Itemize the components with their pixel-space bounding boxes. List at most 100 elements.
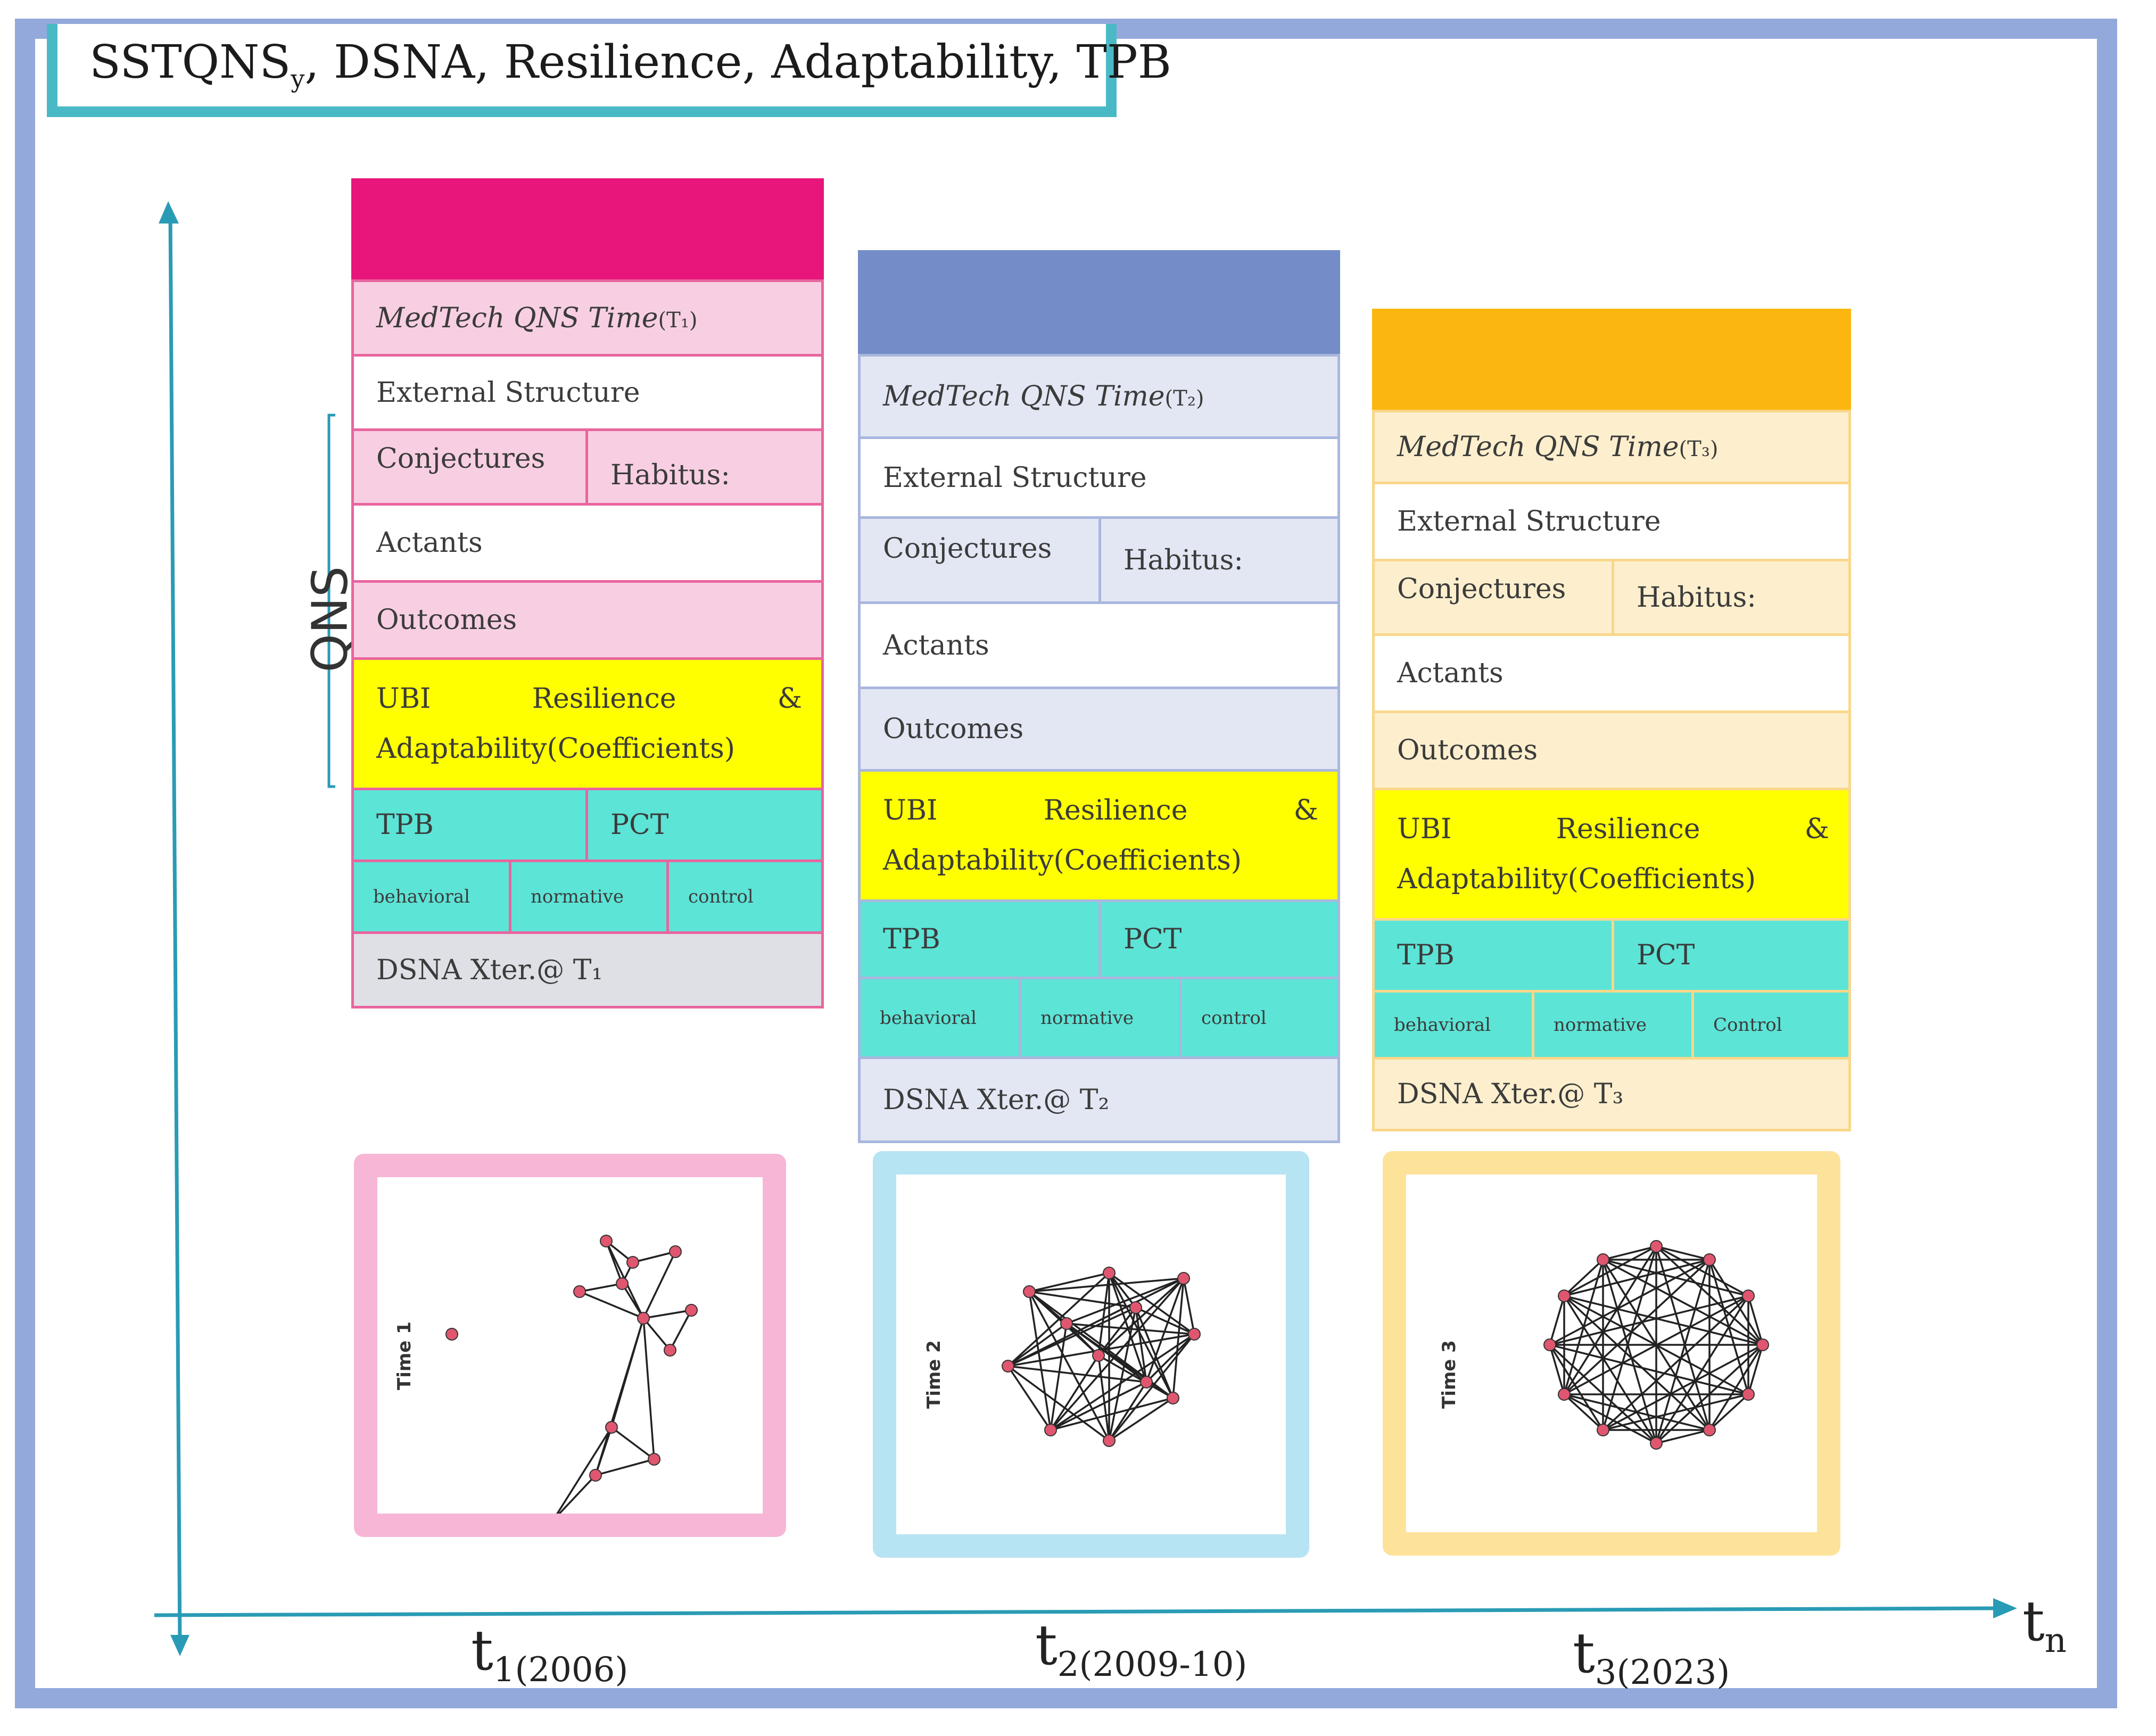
t2-edge: [1145, 1333, 1195, 1383]
t3-node: [1558, 1388, 1571, 1401]
title-rest: , DSNA, Resilience, Adaptability, TPB: [304, 36, 1171, 89]
y-axis-line: [168, 212, 182, 1645]
t3-edge: [1563, 1259, 1604, 1297]
behavioral-label: behavioral: [373, 886, 470, 907]
t2-edge: [1007, 1366, 1052, 1431]
y-axis-label: QNS: [301, 566, 359, 673]
t2-edge: [1183, 1278, 1195, 1335]
y-axis-arrow-down: [170, 1635, 189, 1656]
actants-row: Actants: [351, 506, 824, 583]
t2-edge: [1065, 1322, 1147, 1383]
t3-node: [1742, 1289, 1755, 1302]
network-nodes-t1: [445, 1235, 698, 1527]
t3-edge: [1602, 1259, 1711, 1431]
conjectures-row: Conjectures Habitus:: [858, 519, 1340, 604]
resilience-label: Resilience: [1043, 795, 1188, 826]
t1-node: [669, 1245, 682, 1258]
ampersand-label: &: [777, 683, 802, 715]
dsna-label: DSNA Xter.@ T₁: [376, 954, 603, 986]
t3-edge: [1549, 1295, 1749, 1346]
t1-node: [573, 1285, 586, 1298]
t2-edge: [1029, 1277, 1184, 1293]
t2-edge: [1050, 1397, 1174, 1431]
conjectures-row: Conjectures Habitus:: [351, 431, 824, 506]
habitus-label: Habitus:: [1637, 581, 1756, 614]
t3-edge: [1656, 1245, 1710, 1261]
external-structure-label: External Structure: [1397, 506, 1661, 538]
conjectures-label: Conjectures: [1397, 573, 1566, 605]
pct-label: PCT: [1124, 923, 1182, 955]
control-label: control: [688, 886, 754, 907]
t3-edge: [1602, 1259, 1749, 1297]
t2-edge: [1172, 1278, 1185, 1399]
t2-edge: [1108, 1272, 1137, 1309]
resilience-label: Resilience: [1556, 813, 1700, 845]
t2-edge: [1135, 1307, 1147, 1383]
t3-edge: [1549, 1344, 1604, 1431]
t2-edge: [1109, 1397, 1174, 1442]
t1-edge: [579, 1291, 644, 1319]
dsna-label: DSNA Xter.@ T₃: [1397, 1078, 1624, 1110]
t2-node: [1060, 1317, 1073, 1330]
resilience-label: Resilience: [532, 683, 676, 715]
network-box-t1: Time 1: [354, 1154, 786, 1537]
actants-label: Actants: [883, 629, 989, 662]
network-edges-t2: [1007, 1272, 1195, 1442]
outcomes-label: Outcomes: [376, 604, 517, 636]
t2-edge: [1108, 1382, 1147, 1441]
external-row: External Structure: [1372, 484, 1851, 561]
t2-node: [1044, 1424, 1057, 1436]
t1-edge: [610, 1426, 655, 1460]
t2-edge: [1007, 1272, 1110, 1367]
t2-edge: [1066, 1322, 1195, 1335]
t3-node: [1543, 1338, 1556, 1351]
outcomes-row: Outcomes: [351, 583, 824, 660]
t1-edge: [642, 1317, 671, 1351]
t3-edge: [1655, 1246, 1711, 1431]
t1-edge: [642, 1318, 655, 1460]
time-label: MedTech QNS Time(T₃): [1397, 431, 1719, 463]
t3-edge: [1656, 1245, 1749, 1297]
time-tick-3: t3(2023): [1573, 1621, 1730, 1692]
stack-header: [351, 178, 824, 279]
habitus-label: Habitus:: [610, 459, 730, 491]
diagram-title: SSTQNSy, DSNA, Resilience, Adaptability,…: [89, 36, 1171, 93]
stack-header: [1372, 309, 1851, 410]
t2-edge: [1145, 1278, 1185, 1383]
time-label: MedTech QNS Time(T₂): [883, 381, 1204, 412]
t2-edge: [1029, 1272, 1110, 1293]
control-label: Control: [1713, 1014, 1782, 1036]
x-axis-end-t: t: [2022, 1589, 2045, 1654]
t2-edge: [1050, 1277, 1185, 1431]
t1-edge: [669, 1310, 692, 1351]
ampersand-label: &: [1293, 795, 1318, 826]
t3-node: [1756, 1338, 1769, 1351]
t3-edge: [1747, 1295, 1764, 1345]
t3-node: [1558, 1289, 1571, 1302]
t2-edge: [1108, 1272, 1174, 1399]
ubi-label: UBI: [376, 683, 431, 715]
network-edges-t3: [1549, 1245, 1764, 1444]
t1-node: [626, 1256, 639, 1269]
dsna-label: DSNA Xter.@ T₂: [883, 1084, 1110, 1116]
t3-edge: [1563, 1295, 1711, 1431]
t1-node: [685, 1304, 698, 1317]
network-box-t2: Time 2: [873, 1151, 1309, 1558]
conjectures-label: Conjectures: [883, 533, 1052, 565]
external-row: External Structure: [351, 357, 824, 431]
x-axis-end-sub: n: [2044, 1621, 2067, 1660]
tpb-row: TPB PCT: [1372, 918, 1851, 993]
t2-edge: [1108, 1333, 1195, 1442]
t2-node: [1188, 1328, 1201, 1341]
outcomes-row: Outcomes: [1372, 713, 1851, 790]
control-label: control: [1201, 1007, 1267, 1029]
network-time-label: Time 2: [923, 1340, 945, 1409]
external-row: External Structure: [858, 439, 1340, 519]
t3-edge: [1563, 1259, 1604, 1395]
actants-label: Actants: [1397, 657, 1504, 689]
outcomes-row: Outcomes: [858, 689, 1340, 772]
qns-bracket: [327, 414, 335, 788]
t2-node: [1167, 1392, 1179, 1404]
